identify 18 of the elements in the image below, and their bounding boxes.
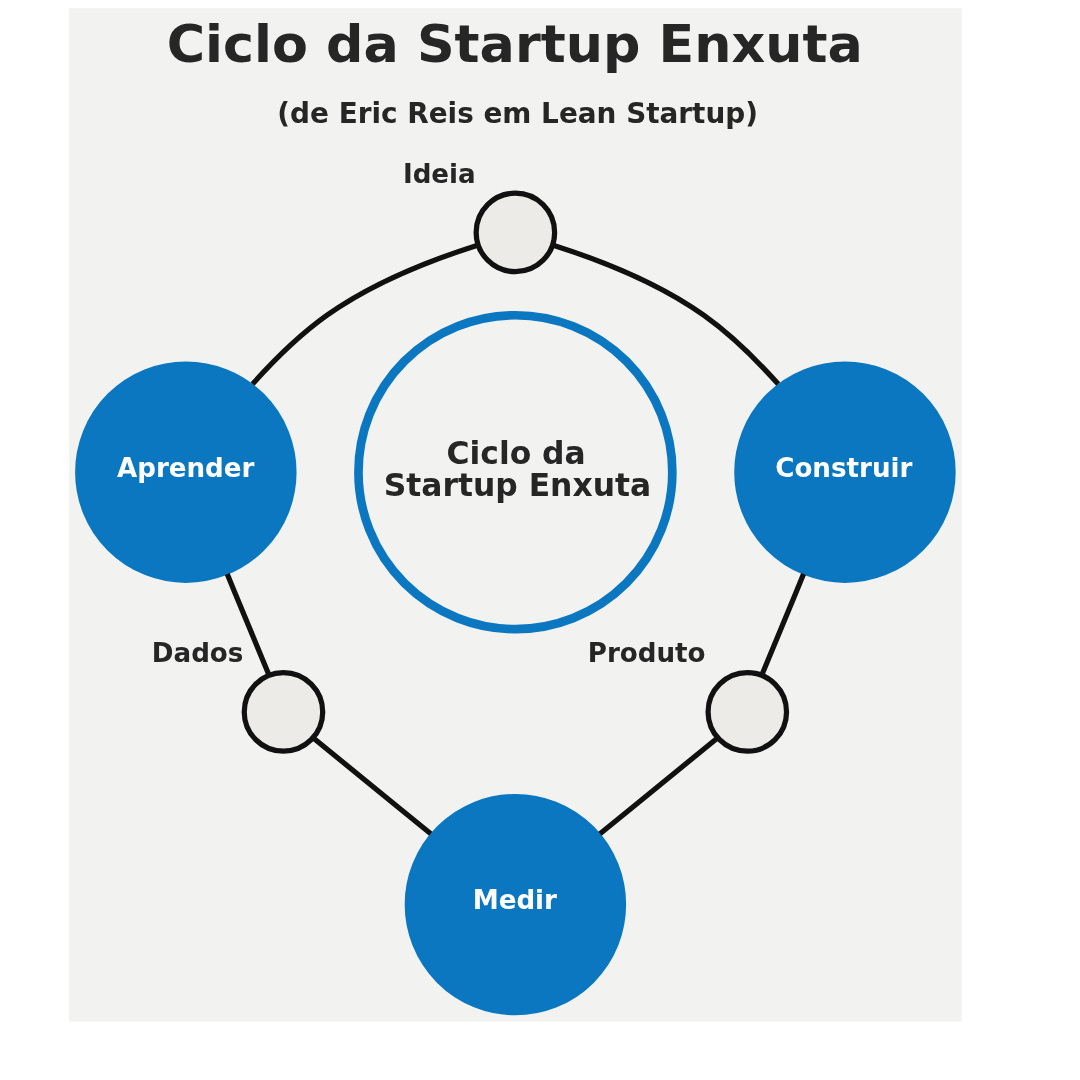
node-label: Dados [151,638,243,669]
label: (de Eric Reis em Lean Startup) [276,97,758,131]
connector [597,736,719,836]
connector [311,736,432,836]
connector [250,242,478,386]
diagram-title: Ciclo da Startup Enxuta [166,13,863,75]
node-circle: Medir [404,793,626,1016]
connector [551,242,780,386]
node-circle [473,190,557,275]
node-circle [704,670,789,754]
node-circle: Aprender [74,361,297,583]
node-circle: Construir [733,361,956,583]
node-label: Ideia [402,158,476,189]
node-label: Produto [587,638,706,669]
connector [758,573,806,677]
node-circle [241,670,325,754]
connector [224,573,271,677]
node-circle: Ciclo da Startup Enxuta [353,310,677,634]
